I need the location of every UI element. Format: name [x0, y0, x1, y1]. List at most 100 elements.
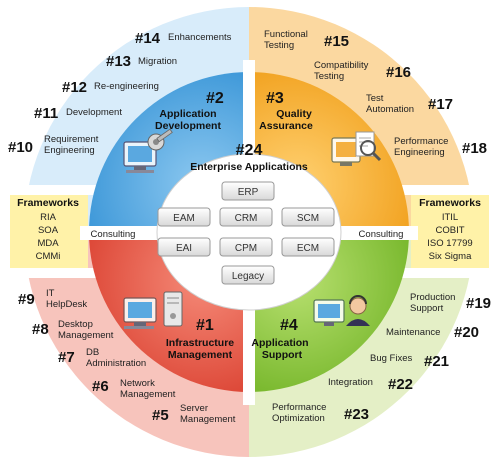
framework-item: ISO 17799: [427, 238, 472, 249]
service-num: #16: [386, 64, 411, 81]
quadrant-num: #4: [280, 317, 298, 334]
chip-label: Legacy: [232, 271, 264, 282]
service-test-automation: Test Automation #17: [366, 93, 453, 115]
service-desktop-management: #8 Desktop Management: [32, 319, 114, 341]
quadrant-title-app-support: #4 Application Support: [251, 317, 308, 361]
service-label: Bug Fixes: [370, 353, 412, 364]
framework-item: CMMi: [36, 251, 61, 262]
quadrant-num: #2: [206, 90, 224, 107]
service-it-helpdesk: #9 IT HelpDesk: [18, 288, 87, 310]
service-label-line1: Compatibility: [314, 60, 369, 71]
service-label: Re-engineering: [94, 81, 159, 92]
service-maintenance: Maintenance #20: [386, 324, 479, 341]
service-performance-engineering: Performance Engineering #18: [394, 136, 487, 158]
chip-label: EAI: [176, 243, 192, 254]
center-title-text: Enterprise Applications: [190, 161, 308, 173]
service-label-line2: Engineering: [44, 145, 95, 156]
consulting-right: Consulting: [359, 229, 404, 240]
service-label-line2: Management: [120, 389, 176, 400]
service-server-management: #5 Server Management: [152, 403, 236, 425]
service-label-line2: Support: [410, 303, 444, 314]
quadrant-title-app-development: #2 Application Development: [155, 90, 224, 132]
service-label-line1: Functional: [264, 29, 308, 40]
center-hub: [156, 153, 342, 311]
quadrant-num: #3: [266, 90, 284, 107]
framework-item: MDA: [37, 238, 59, 249]
quadrant-title-infrastructure: #1 Infrastructure Management: [166, 317, 234, 361]
frameworks-left-panel: [10, 195, 88, 268]
chip-legacy[interactable]: Legacy: [221, 265, 275, 285]
framework-item: ITIL: [442, 212, 458, 223]
server-monitor-icon: [123, 291, 183, 329]
magnifier-document-icon: [331, 131, 382, 166]
chip-label: SCM: [297, 213, 319, 224]
service-label-line2: Optimization: [272, 413, 325, 424]
quadrant-title-line2: Management: [168, 349, 233, 361]
service-label-line1: Desktop: [58, 319, 93, 330]
service-label-line1: Performance: [272, 402, 326, 413]
service-label-line1: Requirement: [44, 134, 99, 145]
service-label: Integration: [328, 377, 373, 388]
service-num: #21: [424, 353, 449, 370]
chip-label: ECM: [297, 243, 319, 254]
gear-monitor-icon: [123, 128, 173, 173]
service-development: #11 Development: [34, 105, 122, 122]
quadrant-title-line1: Application: [159, 108, 216, 120]
service-num: #5: [152, 407, 169, 424]
quadrant-title-line1: Quality: [276, 108, 312, 120]
center-title: #24: [236, 142, 263, 159]
service-compatibility-testing: Compatibility Testing #16: [314, 60, 411, 82]
chip-ecm[interactable]: ECM: [281, 237, 335, 257]
chip-crm[interactable]: CRM: [219, 207, 273, 227]
service-label: Development: [66, 107, 122, 118]
support-agent-icon: [313, 295, 370, 326]
consulting-left: Consulting: [91, 229, 136, 240]
quadrant-num: #1: [196, 317, 214, 334]
service-re-engineering: #12 Re-engineering: [62, 79, 159, 96]
frameworks-left-title: Frameworks: [17, 197, 79, 209]
chip-label: CPM: [235, 243, 257, 254]
chip-label: CRM: [235, 213, 258, 224]
service-network-management: #6 Network Management: [92, 378, 176, 400]
chip-scm[interactable]: SCM: [281, 207, 335, 227]
service-integration: Integration #22: [328, 376, 413, 393]
service-label-line1: Test: [366, 93, 384, 104]
service-enhancements: #14 Enhancements: [135, 30, 232, 47]
service-label-line1: DB: [86, 347, 99, 358]
chip-cpm[interactable]: CPM: [219, 237, 273, 257]
service-num: #8: [32, 321, 49, 338]
service-performance-optimization: Performance Optimization #23: [272, 402, 369, 424]
service-label-line1: IT: [46, 288, 55, 299]
chip-erp[interactable]: ERP: [221, 181, 275, 201]
chip-eam[interactable]: EAM: [157, 207, 211, 227]
service-num: #13: [106, 53, 131, 70]
framework-item: COBIT: [435, 225, 464, 236]
service-label-line2: Engineering: [394, 147, 445, 158]
service-label: Enhancements: [168, 32, 232, 43]
chip-label: ERP: [238, 187, 259, 198]
service-num: #17: [428, 96, 453, 113]
service-label-line2: Testing: [314, 71, 344, 82]
service-num: #11: [34, 105, 58, 122]
quadrant-title-line1: Application: [251, 337, 308, 349]
service-num: #19: [466, 295, 491, 312]
service-production-support: Production Support #19: [410, 292, 491, 314]
service-num: #20: [454, 324, 479, 341]
frameworks-right: Frameworks ITIL COBIT ISO 17799 Six Sigm…: [419, 197, 481, 262]
service-label: Migration: [138, 56, 177, 67]
service-label-line1: Network: [120, 378, 155, 389]
chip-eai[interactable]: EAI: [157, 237, 211, 257]
service-num: #7: [58, 349, 75, 366]
service-num: #12: [62, 79, 87, 96]
service-label-line2: Administration: [86, 358, 146, 369]
service-num: #10: [8, 139, 33, 156]
service-num: #18: [462, 140, 487, 157]
framework-item: SOA: [38, 225, 59, 236]
service-bug-fixes: Bug Fixes #21: [370, 353, 449, 370]
service-num: #22: [388, 376, 413, 393]
center-title-num: #24: [236, 142, 263, 159]
service-migration: #13 Migration: [106, 53, 177, 70]
service-num: #23: [344, 406, 369, 423]
service-label-line2: Testing: [264, 40, 294, 51]
